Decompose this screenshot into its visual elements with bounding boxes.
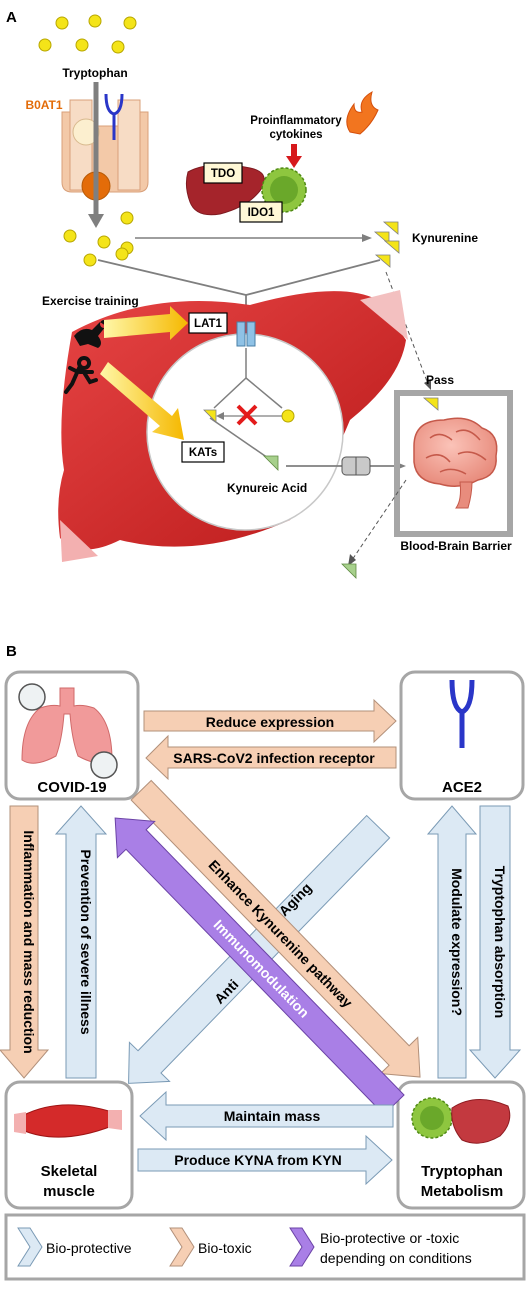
kynurenic-acid-triangle	[263, 455, 279, 471]
lungs-icon	[21, 687, 113, 764]
kats-label: KATs	[189, 447, 217, 459]
arrow-maintain-mass	[139, 1090, 394, 1142]
ace2-icon	[449, 679, 475, 748]
ido1-box	[239, 201, 283, 223]
kats-box	[181, 441, 225, 463]
ace2-membrane-icon	[104, 93, 124, 140]
exercise-arrow-kats	[100, 362, 184, 440]
node-trp-label-1: Tryptophan	[421, 1163, 503, 1180]
legend-conditional-label-1: Bio-protective or -toxic	[320, 1230, 459, 1246]
blocked-x-icon	[236, 404, 258, 426]
node-skeletal-label-1: Skeletal	[41, 1163, 98, 1180]
arrow-maintain-mass-label: Maintain mass	[224, 1108, 321, 1124]
node-trp-label-2: Metabolism	[421, 1183, 504, 1200]
exercise-arrow-lat1	[104, 306, 188, 340]
legend-conditional-label-2: depending on conditions	[320, 1250, 472, 1266]
skeletal-muscle-icon	[14, 1104, 122, 1138]
tryptophan-dots-lower	[63, 211, 134, 267]
intracellular-lines	[209, 348, 283, 459]
lat1-transporter	[236, 321, 246, 347]
panel-b-letter: B	[6, 643, 17, 660]
arrow-inflammation-label: Inflammation and mass reduction	[21, 830, 37, 1053]
immune-cell-icon	[261, 167, 307, 213]
kynurenine-triangles	[373, 221, 400, 268]
node-skeletal-label-2: muscle	[43, 1183, 95, 1200]
legend-toxic-arrow	[169, 1227, 195, 1267]
b0at1-label: B0AT1	[25, 98, 62, 112]
bbb-box	[394, 390, 513, 537]
virus-icon	[18, 683, 118, 779]
arrow-modulate-expression-label: Modulate expression?	[449, 868, 465, 1016]
kynurenine-triangle-bbb	[422, 397, 439, 411]
arrow-inflammation	[0, 805, 50, 1079]
trp-icons	[411, 1097, 511, 1144]
arrow-prevention	[54, 805, 108, 1079]
arrow-tryptophan-absorption-label: Tryptophan absorption	[492, 866, 508, 1018]
lat1-box	[188, 312, 228, 334]
pass-label: Pass	[426, 373, 454, 387]
kynurenic-acid-triangle-outside	[341, 563, 357, 579]
bbb-label: Blood-Brain Barrier	[400, 539, 512, 553]
tryptophan-dots-top	[38, 14, 137, 54]
node-covid-label: COVID-19	[37, 779, 106, 796]
kyna-out-dashed	[351, 479, 407, 561]
b0at1-transporter	[61, 99, 149, 201]
tryptophan-dot-inner	[281, 409, 295, 423]
exercise-person-icon	[74, 320, 109, 348]
legend-conditional-arrow	[289, 1227, 315, 1267]
arrow-prevention-label: Prevention of severe illness	[78, 849, 94, 1034]
node-ace2-label: ACE2	[442, 779, 482, 796]
brain-icon	[413, 417, 498, 509]
arrow-produce-kyna	[137, 1134, 393, 1186]
muscle-icon	[58, 290, 408, 562]
lat1-label: LAT1	[194, 318, 223, 330]
arrow-reduce-expression	[143, 698, 397, 744]
fire-icon	[346, 90, 379, 135]
proinflammatory-label-2: cytokines	[269, 129, 322, 141]
legend-protective-label: Bio-protective	[46, 1240, 132, 1256]
kynurenine-label: Kynurenine	[412, 231, 478, 245]
proinflammatory-label-1: Proinflammatory	[250, 115, 342, 127]
arrow-tryptophan-absorption	[468, 805, 522, 1079]
tryptophan-label: Tryptophan	[62, 66, 127, 80]
arrow-produce-kyna-label: Produce KYNA from KYN	[174, 1152, 342, 1168]
arrow-modulate-expression	[426, 805, 478, 1079]
arrow-sars-receptor	[145, 734, 397, 781]
arrow-sars-receptor-label: SARS-CoV2 infection receptor	[173, 750, 375, 766]
runner-icon	[64, 356, 98, 394]
kynurenic-acid-label: Kynureic Acid	[227, 481, 307, 495]
ido1-label: IDO1	[248, 207, 275, 219]
exercise-training-label: Exercise training	[42, 294, 139, 308]
arrow-reduce-expression-label: Reduce expression	[206, 714, 334, 730]
tdo-label: TDO	[211, 168, 235, 180]
legend-box	[4, 1213, 526, 1281]
kyn-to-brain-dashed	[385, 271, 429, 385]
panel-a-letter: A	[6, 9, 17, 26]
legend-protective-arrow	[17, 1227, 43, 1267]
legend-toxic-label: Bio-toxic	[198, 1240, 252, 1256]
tdo-box	[203, 162, 243, 184]
